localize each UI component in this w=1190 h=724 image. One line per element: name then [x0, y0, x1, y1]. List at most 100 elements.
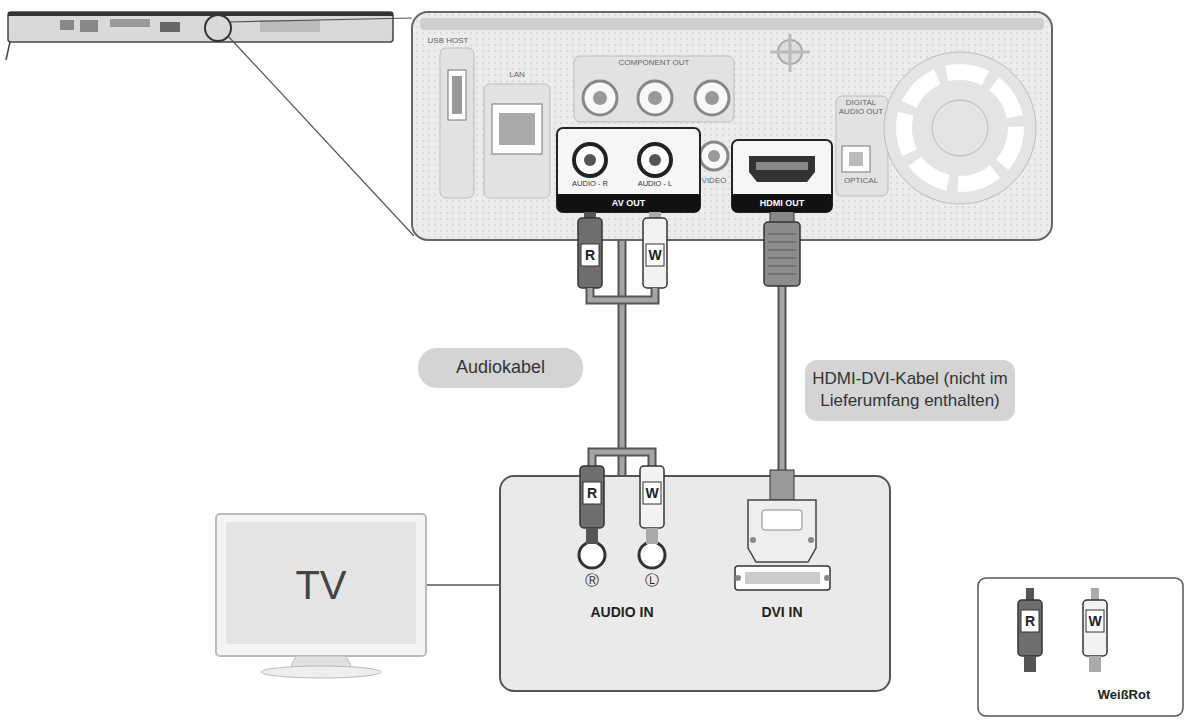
drawing-part — [750, 537, 756, 543]
drawing-part — [842, 146, 870, 172]
tv-panel — [500, 476, 890, 691]
port-label: VIDEO — [696, 176, 732, 185]
drawing-part — [695, 81, 729, 115]
drawing-part — [735, 575, 741, 581]
drawing-part — [80, 20, 98, 32]
drawing-part — [824, 575, 830, 581]
drawing-part — [1018, 600, 1042, 656]
drawing-part — [643, 482, 661, 504]
tv-input-panel: AUDIO IN DVI IN — [500, 476, 890, 691]
plug-letter: R — [583, 486, 601, 500]
drawing-part — [452, 76, 462, 114]
legend-text: WeißRot — [1072, 688, 1176, 701]
cable — [622, 212, 623, 476]
drawing-part — [420, 18, 1044, 30]
drawing-part — [580, 466, 604, 528]
zoom-line — [228, 18, 412, 22]
drawing-part — [849, 152, 863, 166]
tv-label: TV — [216, 514, 426, 656]
drawing-part — [261, 666, 381, 678]
drawing-part — [574, 56, 734, 122]
cable-label-box: HDMI-DVI-Kabel (nicht im Lieferumfang en… — [805, 360, 1015, 421]
connector-stroke — [620, 212, 625, 476]
drawing-part — [586, 528, 598, 544]
drawing-part — [500, 476, 890, 691]
port-label: DIGITAL AUDIO OUT — [836, 98, 886, 116]
connector-stroke — [618, 212, 627, 476]
drawing-part — [590, 288, 655, 300]
drawing-part — [581, 244, 599, 266]
drawing-part — [756, 162, 808, 170]
drawing-part — [732, 140, 832, 212]
leader-line — [426, 585, 500, 586]
connector-stroke — [426, 584, 500, 586]
jack-mark: Ⓡ — [580, 573, 604, 587]
drawing-part — [932, 100, 988, 156]
drawing-part — [6, 42, 10, 60]
cable-label-pill: Audiokabel — [418, 348, 583, 388]
port-label: OPTICAL — [836, 176, 886, 185]
tv-icon: TV — [216, 514, 426, 656]
drawing-part — [440, 48, 474, 198]
drawing-part — [904, 72, 1016, 184]
drawing-part — [60, 20, 74, 30]
av-out-block: AUDIO - RAUDIO - L AV OUT — [557, 128, 700, 212]
drawing-part — [579, 542, 605, 568]
drawing-part — [590, 288, 655, 300]
drawing-part — [640, 466, 664, 528]
drawing-part — [705, 91, 719, 105]
drawing-part — [646, 244, 664, 266]
drawing-part — [1024, 656, 1036, 672]
plug-letter: R — [1021, 614, 1039, 628]
drawing-part — [643, 218, 667, 288]
drawing-part — [748, 500, 816, 562]
drawing-part — [978, 578, 1183, 716]
drawing-part — [770, 34, 810, 72]
port-label: AUDIO - R — [557, 180, 623, 189]
drawing-part — [8, 12, 393, 16]
drawing-part — [639, 542, 665, 568]
drawing-part — [770, 470, 794, 500]
drawing-part — [1089, 656, 1101, 672]
drawing-part — [160, 22, 180, 32]
drawing-part — [110, 19, 150, 27]
drawing-part — [735, 566, 830, 590]
drawing-part — [216, 514, 426, 656]
drawing-part — [574, 144, 606, 176]
drawing-part — [583, 482, 601, 504]
zoom-line — [228, 36, 414, 236]
drawing-part — [639, 144, 671, 176]
port-label: USB HOST — [426, 36, 470, 45]
port-label: COMPONENT OUT — [574, 58, 734, 67]
rear-panel — [412, 12, 1052, 240]
drawing-part — [768, 234, 796, 274]
drawing-part — [700, 142, 728, 170]
drawing-part — [649, 154, 661, 166]
drawing-part — [638, 81, 672, 115]
drawing-part — [593, 91, 607, 105]
port-label: AUDIO - L — [622, 180, 688, 189]
audio-plugs-player — [578, 206, 667, 300]
drawing-part — [260, 20, 320, 32]
audio-plugs-tv — [580, 452, 664, 544]
tv-icon — [216, 514, 426, 678]
port-band-label: AV OUT — [557, 194, 700, 212]
hdmi-out-block: HDMI OUT — [732, 140, 832, 212]
drawing-part — [1021, 610, 1039, 632]
drawing-part — [708, 150, 720, 162]
drawing-part — [808, 537, 814, 543]
plug-letter: R — [581, 248, 599, 262]
drawing-part — [745, 572, 820, 584]
plug-letter: W — [646, 248, 664, 262]
drawing-part — [8, 12, 393, 42]
dvi-plug — [748, 470, 816, 562]
hdmi-plug — [764, 206, 800, 286]
port-label: AUDIO IN — [562, 604, 682, 620]
drawing-part — [414, 14, 1050, 238]
port-label: LAN — [484, 70, 550, 79]
port-label: DVI IN — [722, 604, 842, 620]
drawing-part — [205, 15, 231, 41]
cable-label: Audiokabel — [424, 356, 577, 379]
rear-panel: USB HOST LAN COMPONENT OUT VIDEO DIGITAL AUD… — [412, 12, 1052, 240]
drawing-part — [557, 128, 700, 212]
